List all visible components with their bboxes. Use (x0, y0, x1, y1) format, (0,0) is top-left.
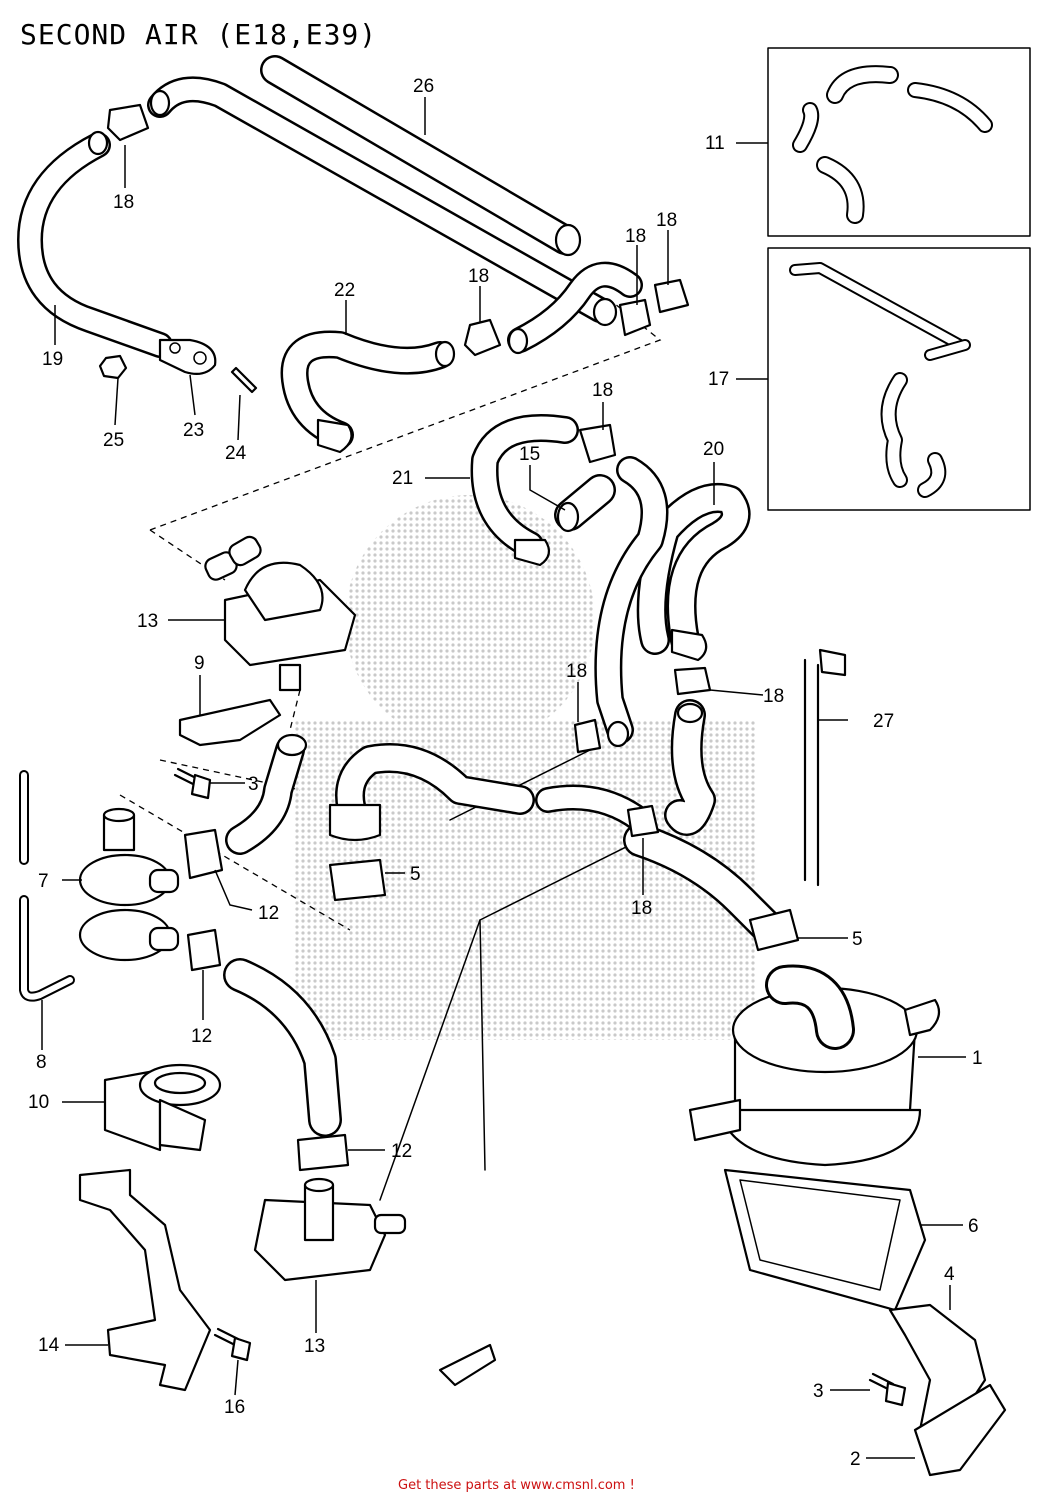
callout-25: 25 (103, 430, 124, 451)
callout-17: 17 (708, 369, 729, 390)
hose-20 (636, 483, 751, 662)
clamp-5-middle (328, 858, 387, 902)
callout-12: 12 (191, 1026, 212, 1047)
pipe-8 (19, 770, 75, 1002)
clamp-18-b (463, 318, 502, 357)
hose-valve-upper (225, 733, 308, 855)
callout-6: 6 (968, 1216, 979, 1237)
callout-9: 9 (194, 653, 205, 674)
callout-19: 19 (42, 349, 63, 370)
callout-20: 20 (703, 439, 724, 460)
hose-22 (280, 330, 456, 454)
clamp-18-a (106, 103, 150, 142)
callout-18: 18 (631, 898, 652, 919)
callout-3: 3 (248, 774, 259, 795)
callout-27: 27 (873, 711, 894, 732)
callout-26: 26 (413, 76, 434, 97)
leader-lines (41, 97, 966, 1459)
callout-3: 3 (813, 1381, 824, 1402)
hose-upper-long (147, 76, 618, 327)
bolt-16 (213, 1327, 252, 1362)
callout-12: 12 (391, 1141, 412, 1162)
callout-13: 13 (137, 611, 158, 632)
callout-24: 24 (225, 443, 247, 464)
callout-18: 18 (656, 210, 677, 231)
callout-4: 4 (944, 1264, 955, 1285)
hose-middle (328, 743, 535, 842)
holder-10 (103, 1063, 222, 1152)
inset-17-hoses (789, 262, 971, 498)
hose-to-airbox (535, 699, 787, 947)
hose-lower (223, 958, 342, 1137)
clamp-18-d (653, 278, 690, 314)
pipe-23 (158, 338, 217, 375)
callout-18: 18 (625, 226, 646, 247)
bolt-3-lower (868, 1372, 907, 1407)
callout-5: 5 (410, 864, 421, 885)
inset-11-hoses (792, 65, 993, 224)
callout-11: 11 (705, 133, 725, 154)
callout-21: 21 (392, 468, 413, 489)
plate-2 (913, 1383, 1007, 1477)
callout-18: 18 (468, 266, 489, 287)
page-title: SECOND AIR (E18,E39) (20, 18, 378, 51)
clamp-5-right (748, 908, 800, 952)
bracket-9 (178, 698, 282, 747)
clamp-18-c (618, 298, 652, 337)
callout-5: 5 (852, 929, 863, 950)
callout-15: 15 (519, 444, 540, 465)
air-cut-valve-7 (78, 807, 180, 962)
callout-18: 18 (763, 686, 784, 707)
callout-12: 12 (258, 903, 279, 924)
bolt-3-upper (173, 767, 212, 800)
clamp-12-middle (186, 928, 222, 972)
hose-19 (17, 130, 173, 358)
hose-15 (554, 474, 616, 533)
bolt-24 (230, 366, 258, 394)
callout-22: 22 (334, 280, 355, 301)
clamp-18-g (673, 666, 712, 696)
callout-18: 18 (566, 661, 587, 682)
callout-16: 16 (224, 1397, 245, 1418)
bracket-14 (78, 1168, 212, 1392)
hose-upper-right-elbow (507, 261, 643, 355)
clamp-12-lower (296, 1133, 350, 1172)
callout-8: 8 (36, 1052, 47, 1073)
callout-1: 1 (972, 1048, 983, 1069)
reed-valve-13-lower (253, 1177, 407, 1282)
strap-27 (803, 648, 847, 887)
hose-21 (470, 414, 579, 567)
clamp-18-e (578, 423, 617, 464)
callout-10: 10 (28, 1092, 49, 1113)
callout-2: 2 (850, 1449, 861, 1470)
reed-valve-13-upper (204, 535, 357, 692)
footer-link-text[interactable]: Get these parts at www.cmsnl.com ! (398, 1478, 635, 1493)
nut-25 (98, 354, 128, 380)
clamp-12-upper (183, 828, 224, 880)
cover-6 (723, 1168, 927, 1312)
callout-14: 14 (38, 1335, 60, 1356)
callout-labels: 26 18 19 23 24 25 22 18 18 18 11 17 18 2… (28, 76, 983, 1470)
callout-18: 18 (592, 380, 613, 401)
callout-18: 18 (113, 192, 134, 213)
inset-box-11 (767, 47, 1031, 237)
clamp-18-f (573, 718, 602, 754)
hose-main-long (594, 456, 669, 748)
air-filter-case-1 (688, 964, 941, 1167)
clamp-18-h (626, 804, 660, 838)
callout-23: 23 (183, 420, 204, 441)
callout-13: 13 (304, 1336, 325, 1357)
callout-7: 7 (38, 871, 49, 892)
hose-26 (260, 55, 582, 257)
front-arrow-icon (438, 1343, 497, 1387)
